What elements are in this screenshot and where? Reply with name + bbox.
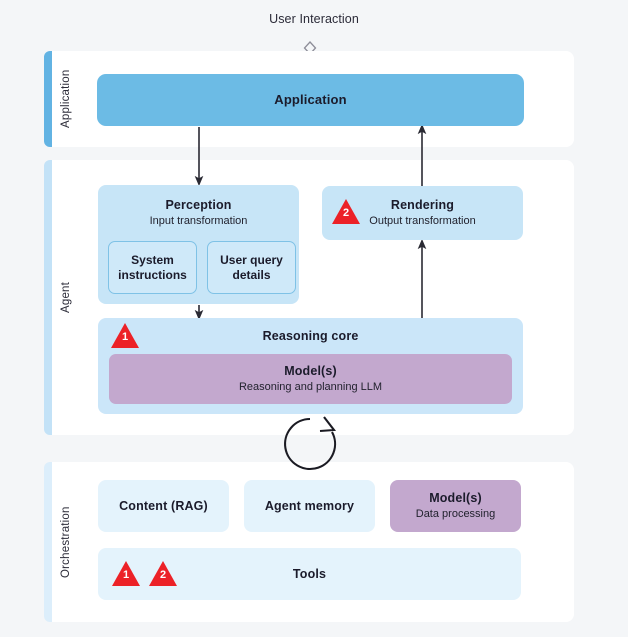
lane-accent-application bbox=[44, 51, 52, 147]
lane-accent-agent bbox=[44, 160, 52, 435]
node-content-rag-title: Content (RAG) bbox=[119, 498, 208, 513]
marker-triangle-1-tools: 1 bbox=[111, 560, 141, 587]
node-rendering[interactable]: Rendering Output transformation bbox=[322, 186, 523, 240]
marker-number: 1 bbox=[122, 569, 130, 581]
red-triangle-icon bbox=[332, 199, 360, 224]
user-interaction-caption: User Interaction bbox=[269, 12, 359, 26]
perception-children: System instructions User query details bbox=[108, 241, 296, 294]
marker-triangle-1-reasoning: 1 bbox=[110, 322, 140, 349]
node-tools-title: Tools bbox=[292, 566, 327, 581]
node-perception[interactable]: Perception Input transformation System i… bbox=[98, 185, 299, 304]
node-reasoning-core[interactable]: Reasoning core Model(s) Reasoning and pl… bbox=[98, 318, 523, 414]
node-content-rag[interactable]: Content (RAG) bbox=[98, 480, 229, 532]
lane-label-application: Application bbox=[60, 69, 72, 129]
lane-label-orchestration: Orchestration bbox=[60, 506, 72, 578]
node-rendering-title: Rendering bbox=[390, 197, 455, 212]
marker-number: 2 bbox=[159, 569, 167, 581]
red-triangle-icon bbox=[112, 561, 140, 586]
node-user-query-details[interactable]: User query details bbox=[207, 241, 296, 294]
marker-number: 2 bbox=[342, 207, 350, 219]
node-model-reasoning-subtitle: Reasoning and planning LLM bbox=[238, 380, 383, 393]
node-system-instructions[interactable]: System instructions bbox=[108, 241, 197, 294]
marker-triangle-2-tools: 2 bbox=[148, 560, 178, 587]
node-perception-title: Perception bbox=[165, 198, 232, 212]
node-model-data-title: Model(s) bbox=[429, 490, 482, 505]
red-triangle-icon bbox=[111, 323, 139, 348]
node-application[interactable]: Application bbox=[97, 74, 524, 126]
node-model-reasoning-title: Model(s) bbox=[284, 363, 337, 378]
lane-accent-orchestration bbox=[44, 462, 52, 622]
node-application-title: Application bbox=[274, 92, 347, 108]
node-agent-memory[interactable]: Agent memory bbox=[244, 480, 375, 532]
marker-triangle-2-rendering: 2 bbox=[331, 198, 361, 225]
node-reasoning-core-title: Reasoning core bbox=[262, 329, 359, 343]
node-model-reasoning[interactable]: Model(s) Reasoning and planning LLM bbox=[109, 354, 512, 404]
lane-label-agent: Agent bbox=[60, 281, 72, 314]
node-model-data-subtitle: Data processing bbox=[415, 507, 496, 520]
marker-number: 1 bbox=[121, 331, 129, 343]
node-perception-subtitle: Input transformation bbox=[149, 215, 248, 227]
node-agent-memory-title: Agent memory bbox=[264, 498, 355, 513]
node-rendering-subtitle: Output transformation bbox=[369, 214, 476, 227]
node-model-data-processing[interactable]: Model(s) Data processing bbox=[390, 480, 521, 532]
red-triangle-icon bbox=[149, 561, 177, 586]
